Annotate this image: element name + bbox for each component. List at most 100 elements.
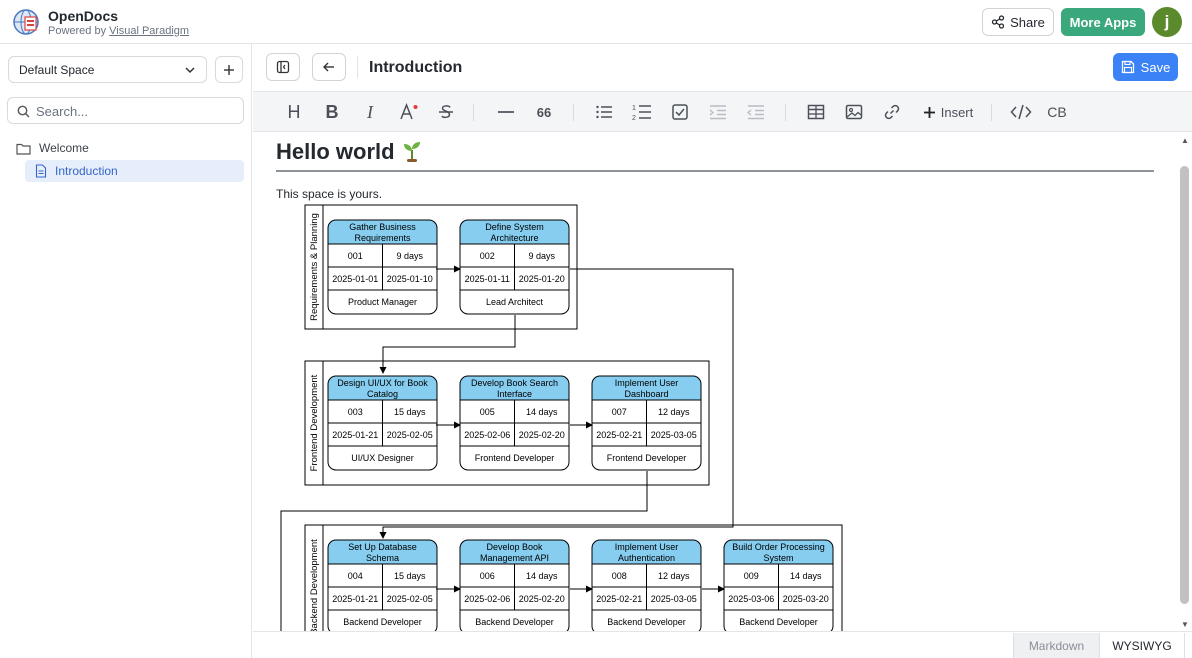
space-selector[interactable]: Default Space bbox=[8, 56, 207, 83]
task-name: Management API bbox=[480, 553, 549, 563]
toolbar-separator bbox=[473, 104, 474, 121]
strikethrough-button[interactable] bbox=[435, 101, 457, 123]
task-start-date: 2025-02-21 bbox=[596, 594, 642, 604]
horizontal-rule-icon bbox=[498, 111, 514, 113]
task-end-date: 2025-02-20 bbox=[519, 594, 565, 604]
plus-icon bbox=[224, 64, 234, 75]
insert-button[interactable]: Insert bbox=[919, 101, 977, 123]
visual-paradigm-link[interactable]: Visual Paradigm bbox=[109, 25, 190, 37]
tab-markdown[interactable]: Markdown bbox=[1013, 633, 1099, 658]
back-button[interactable] bbox=[312, 53, 346, 81]
task-role: Backend Developer bbox=[739, 617, 818, 627]
scroll-up-arrow-icon[interactable]: ▲ bbox=[1181, 136, 1189, 145]
image-button[interactable] bbox=[843, 101, 865, 123]
task-role: Frontend Developer bbox=[475, 453, 555, 463]
tree-item-welcome[interactable]: Welcome bbox=[16, 141, 89, 155]
bullet-list-icon bbox=[596, 105, 612, 119]
share-label: Share bbox=[1010, 14, 1045, 30]
task-name: Requirements bbox=[354, 233, 411, 243]
tree-item-label: Introduction bbox=[55, 164, 118, 178]
task-list-button[interactable] bbox=[669, 101, 691, 123]
task-end-date: 2025-02-05 bbox=[387, 594, 433, 604]
editor-content[interactable]: Hello world This space is yours. Require… bbox=[253, 133, 1177, 631]
task-id: 003 bbox=[348, 407, 363, 417]
add-space-button[interactable] bbox=[215, 56, 243, 83]
powered-prefix: Powered by bbox=[48, 25, 110, 37]
user-avatar[interactable]: j bbox=[1152, 7, 1182, 37]
task-duration: 14 days bbox=[526, 571, 558, 581]
task-name: Architecture bbox=[490, 233, 538, 243]
task-duration: 14 days bbox=[790, 571, 822, 581]
task-duration: 14 days bbox=[526, 407, 558, 417]
horizontal-rule-button[interactable] bbox=[495, 101, 517, 123]
insert-label: Insert bbox=[940, 104, 974, 120]
heading-rule bbox=[276, 170, 1154, 172]
heading-button[interactable]: H bbox=[287, 101, 301, 122]
code-block-button[interactable]: CB bbox=[1047, 104, 1067, 120]
document-paragraph: This space is yours. bbox=[276, 187, 383, 201]
tree-item-introduction[interactable]: Introduction bbox=[25, 160, 244, 182]
tab-wysiwyg[interactable]: WYSIWYG bbox=[1099, 633, 1185, 658]
outdent-icon bbox=[747, 105, 764, 120]
bold-button[interactable]: B bbox=[325, 101, 339, 122]
task-duration: 15 days bbox=[394, 571, 426, 581]
outdent-button[interactable] bbox=[745, 101, 767, 123]
task-end-date: 2025-01-20 bbox=[519, 274, 565, 284]
task-role: Lead Architect bbox=[486, 297, 544, 307]
task-name: Build Order Processing bbox=[732, 542, 825, 552]
quote-button[interactable]: 66 bbox=[536, 104, 552, 120]
link-button[interactable] bbox=[881, 101, 903, 123]
task-role: Backend Developer bbox=[475, 617, 554, 627]
chevron-down-icon bbox=[185, 67, 195, 74]
share-button[interactable]: Share bbox=[982, 8, 1054, 36]
bullet-list-button[interactable] bbox=[593, 101, 615, 123]
code-button[interactable] bbox=[1009, 101, 1033, 123]
italic-button[interactable]: I bbox=[367, 101, 373, 122]
task-duration: 9 days bbox=[396, 251, 423, 261]
scroll-thumb[interactable] bbox=[1180, 166, 1189, 604]
search-box[interactable] bbox=[7, 97, 244, 124]
more-apps-button[interactable]: More Apps bbox=[1061, 8, 1145, 36]
save-button[interactable]: Save bbox=[1113, 53, 1178, 81]
save-label: Save bbox=[1140, 59, 1171, 75]
numbered-list-icon: 12 bbox=[632, 105, 651, 121]
task-name: Define System bbox=[485, 222, 544, 232]
task-header-fill bbox=[328, 220, 437, 244]
task-duration: 9 days bbox=[528, 251, 555, 261]
svg-text:2: 2 bbox=[632, 115, 636, 121]
task-duration: 12 days bbox=[658, 571, 690, 581]
task-start-date: 2025-03-06 bbox=[728, 594, 774, 604]
swimlane: Frontend Development bbox=[304, 360, 710, 486]
app-header: OpenDocs Powered by Visual Paradigm Shar… bbox=[0, 0, 1192, 44]
task-start-date: 2025-01-21 bbox=[332, 594, 378, 604]
table-button[interactable] bbox=[805, 101, 827, 123]
text-color-button[interactable] bbox=[397, 101, 421, 123]
scroll-down-arrow-icon[interactable]: ▼ bbox=[1181, 620, 1189, 629]
text-color-icon bbox=[400, 103, 418, 120]
editor-scrollbar[interactable]: ▲ ▼ bbox=[1177, 133, 1192, 631]
image-icon bbox=[845, 104, 863, 120]
task-start-date: 2025-01-11 bbox=[465, 274, 510, 284]
connectors bbox=[280, 265, 734, 631]
indent-button[interactable] bbox=[707, 101, 729, 123]
arrow-left-icon bbox=[323, 62, 334, 72]
swimlane-title: Frontend Development bbox=[309, 374, 320, 471]
tree-item-label: Welcome bbox=[39, 141, 89, 155]
toggle-sidebar-button[interactable] bbox=[266, 53, 300, 81]
task-end-date: 2025-02-05 bbox=[387, 430, 433, 440]
checkbox-icon bbox=[672, 104, 688, 120]
search-input[interactable] bbox=[36, 103, 236, 119]
code-icon bbox=[1010, 104, 1032, 120]
swimlane-title: Backend Development bbox=[309, 539, 320, 631]
